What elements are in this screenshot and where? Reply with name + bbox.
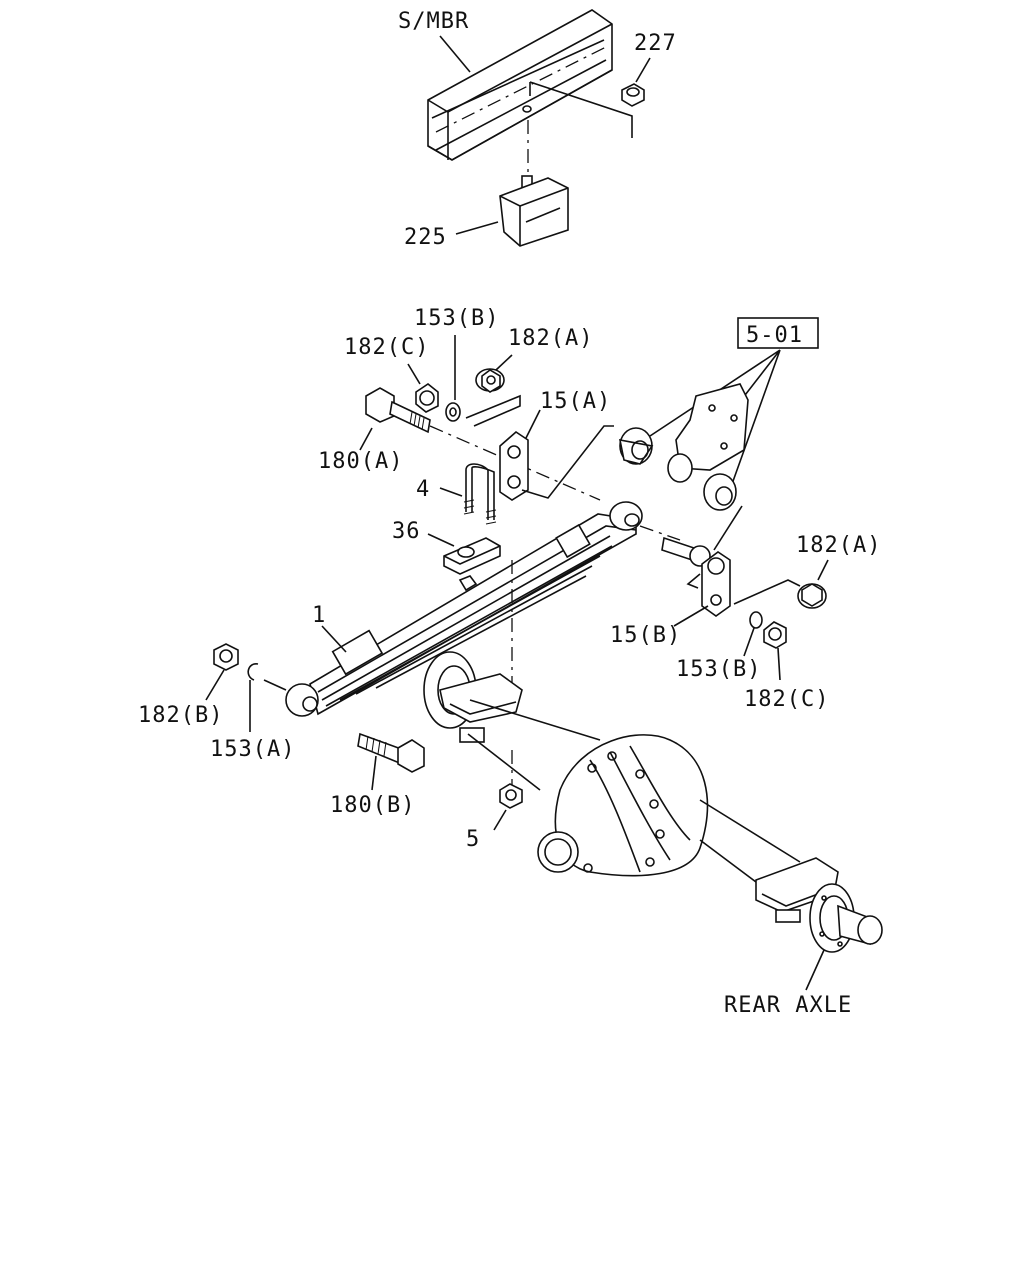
seat-nut <box>458 575 478 592</box>
part-227-nut <box>621 83 645 107</box>
part-153a-washer <box>247 663 259 681</box>
label-225: 225 <box>404 225 447 250</box>
link-line-15b <box>686 573 701 589</box>
part-15b-shackle-plate <box>701 551 731 617</box>
leader-182c-top <box>407 363 421 385</box>
link-line-15b-nut <box>733 579 801 605</box>
label-227: 227 <box>634 31 677 56</box>
label-182c-right: 182(C) <box>744 687 829 712</box>
part-182a-flange-nut-right <box>797 583 827 609</box>
label-180b: 180(B) <box>330 793 415 818</box>
leader-5 <box>493 809 507 831</box>
part-182c-nut-right <box>763 621 787 649</box>
leader-180b <box>371 755 377 791</box>
label-153a: 153(A) <box>210 737 295 762</box>
label-4: 4 <box>416 477 430 502</box>
leader-rear-axle <box>805 949 825 991</box>
side-member <box>427 9 613 161</box>
label-182b: 182(B) <box>138 703 223 728</box>
part-180a-bolt <box>365 387 431 434</box>
link-line-bracket <box>713 505 743 551</box>
label-153b-top: 153(B) <box>414 306 499 331</box>
label-501: 5-01 <box>746 323 803 348</box>
part-182c-nut-top <box>415 383 439 413</box>
leader-15b <box>673 605 709 627</box>
part-36-spring-seat <box>443 537 501 575</box>
leader-182b <box>205 669 225 701</box>
part-182a-flange-nut-top <box>475 368 505 393</box>
leader-4 <box>439 487 463 497</box>
spring-hanger-bracket <box>618 383 749 511</box>
leader-153b-right <box>743 627 755 657</box>
label-182a-top: 182(A) <box>508 326 593 351</box>
label-15b: 15(B) <box>610 623 681 648</box>
label-182c-top: 182(C) <box>344 335 429 360</box>
part-right-shackle-bolt <box>661 536 711 567</box>
label-15a: 15(A) <box>540 389 611 414</box>
link-line-153a <box>263 679 287 691</box>
leader-227-link <box>529 81 633 138</box>
part-5-nut <box>499 783 523 809</box>
leader-182a-top <box>495 354 513 371</box>
part-225-bumper <box>499 175 569 247</box>
label-smbr: S/MBR <box>398 9 469 34</box>
label-1: 1 <box>312 603 326 628</box>
leader-225 <box>455 221 499 235</box>
part-153b-washer-right <box>749 611 763 629</box>
label-36: 36 <box>392 519 421 544</box>
ref-box-501 <box>737 317 819 349</box>
leader-182a-right <box>817 559 829 581</box>
part-1-leaf-spring <box>285 501 643 717</box>
leader-1 <box>321 625 347 653</box>
label-153b-right: 153(B) <box>676 657 761 682</box>
bolt-axis-right <box>639 525 681 541</box>
part-182b-nut <box>213 643 239 671</box>
label-rear-axle: REAR AXLE <box>724 993 852 1018</box>
part-4-u-bolt <box>463 463 497 525</box>
leader-15a <box>525 409 541 439</box>
rear-axle-housing <box>423 651 883 953</box>
leader-182c-right <box>777 647 781 681</box>
part-153b-washer-top <box>445 402 461 422</box>
leader-180a <box>359 427 373 451</box>
label-180a: 180(A) <box>318 449 403 474</box>
leader-227 <box>635 57 651 83</box>
link-line-15a <box>521 425 614 499</box>
part-180b-bolt <box>357 732 425 773</box>
link-line-top <box>465 394 521 427</box>
label-182a-right: 182(A) <box>796 533 881 558</box>
leader-smbr <box>439 35 471 73</box>
label-5: 5 <box>466 827 480 852</box>
part-15a-shackle-plate <box>499 430 529 501</box>
leader-36 <box>427 533 455 547</box>
